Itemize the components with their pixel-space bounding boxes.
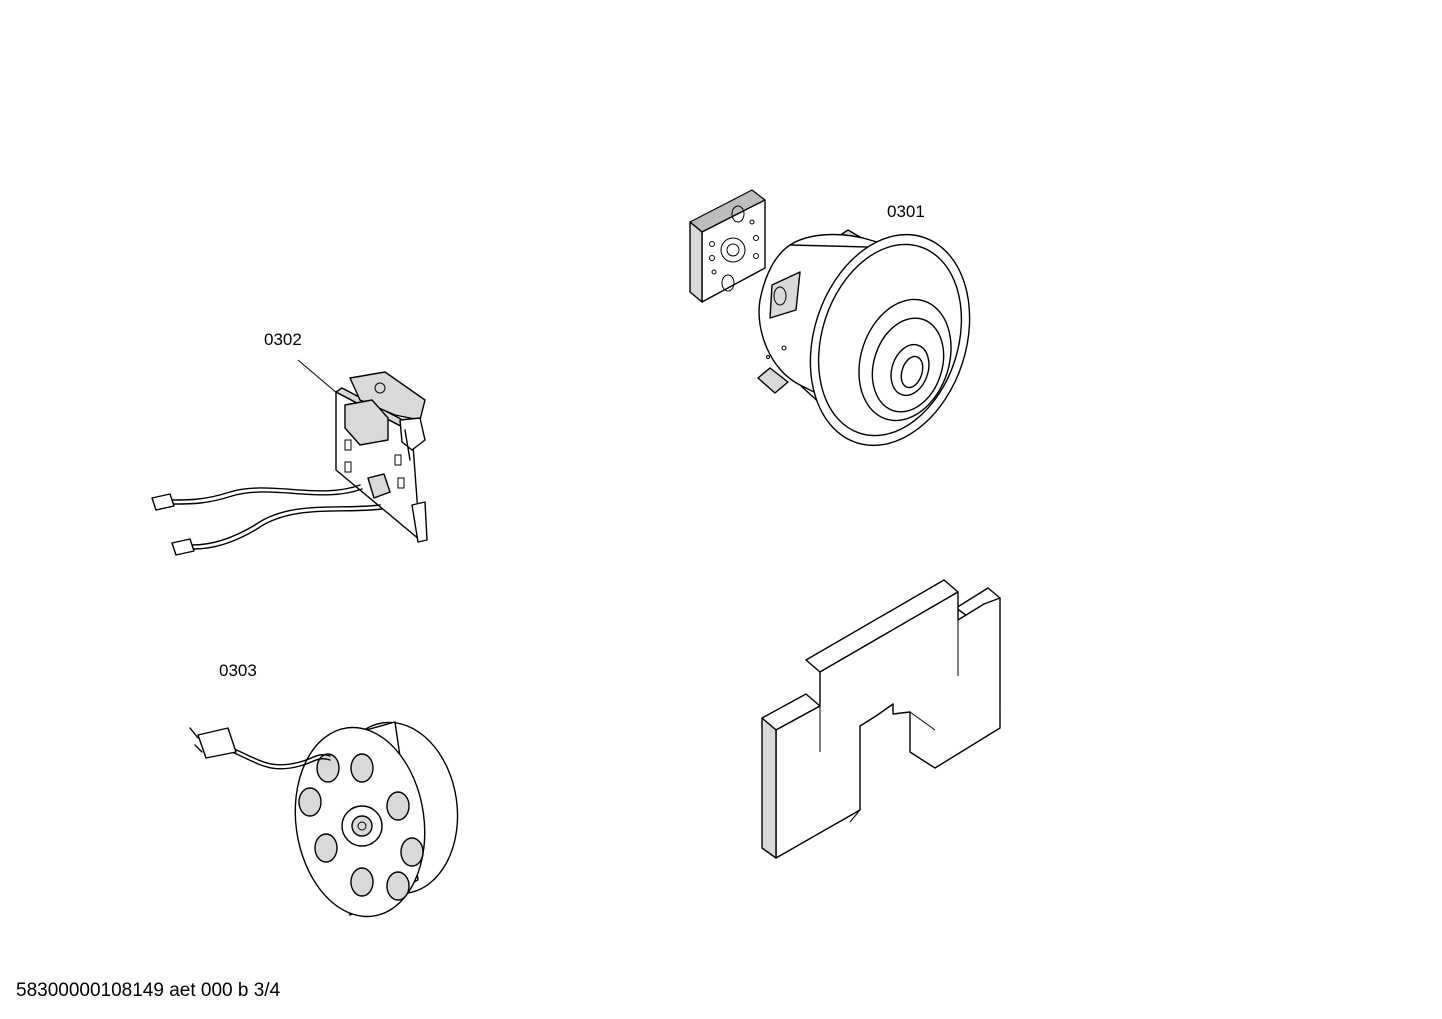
part-label-0302: 0302: [264, 330, 302, 349]
circuit-board-drawing: [151, 359, 428, 556]
motor-assembly-drawing: [689, 189, 971, 447]
wire-connector: [171, 538, 195, 556]
part-label-0301: 0301: [887, 202, 925, 221]
cable-reel-drawing: [189, 721, 459, 918]
wire-connector: [151, 493, 175, 511]
part-label-0303: 0303: [219, 661, 257, 680]
motor-body: [757, 229, 971, 447]
document-reference-footer: 58300000108149 aet 000 b 3/4: [16, 980, 281, 1001]
motor-mounting-plate: [689, 189, 766, 303]
foam-filter-block-drawing: [761, 579, 1001, 859]
power-plug: [197, 727, 237, 759]
